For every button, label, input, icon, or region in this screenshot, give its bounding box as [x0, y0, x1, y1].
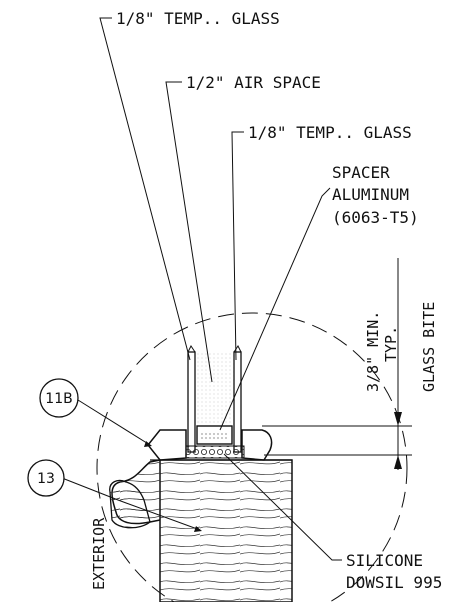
callout-11b: 11B	[39, 378, 79, 418]
svg-text:11B: 11B	[45, 391, 72, 407]
label-silicone-2: DOWSIL 995	[346, 573, 442, 592]
label-spacer-3: (6063-T5)	[332, 208, 419, 227]
label-spacer-1: SPACER	[332, 163, 390, 182]
label-silicone-1: SILICONE	[346, 551, 423, 570]
silicone-sealant	[185, 445, 245, 459]
callout-13: 13	[27, 459, 65, 497]
label-bite-2: TYP.	[382, 326, 400, 362]
glass-pane-outer	[187, 345, 196, 453]
leader-lines	[61, 17, 342, 561]
glass-pane-inner	[233, 345, 242, 453]
svg-text:13: 13	[37, 471, 55, 487]
glazing-stop-profile	[147, 429, 292, 461]
label-glass-outer: 1/8" TEMP.. GLASS	[116, 9, 280, 28]
glass-bite-dimension	[262, 258, 412, 470]
label-bite-1: 3/8" MIN.	[364, 311, 382, 392]
label-spacer-2: ALUMINUM	[332, 185, 409, 204]
label-exterior: EXTERIOR	[90, 517, 108, 590]
label-bite-3: GLASS BITE	[420, 302, 438, 392]
detail-boundary-circle	[96, 312, 408, 602]
label-glass-inner: 1/8" TEMP.. GLASS	[248, 123, 412, 142]
label-air-space: 1/2" AIR SPACE	[186, 73, 321, 92]
air-space	[195, 352, 234, 426]
